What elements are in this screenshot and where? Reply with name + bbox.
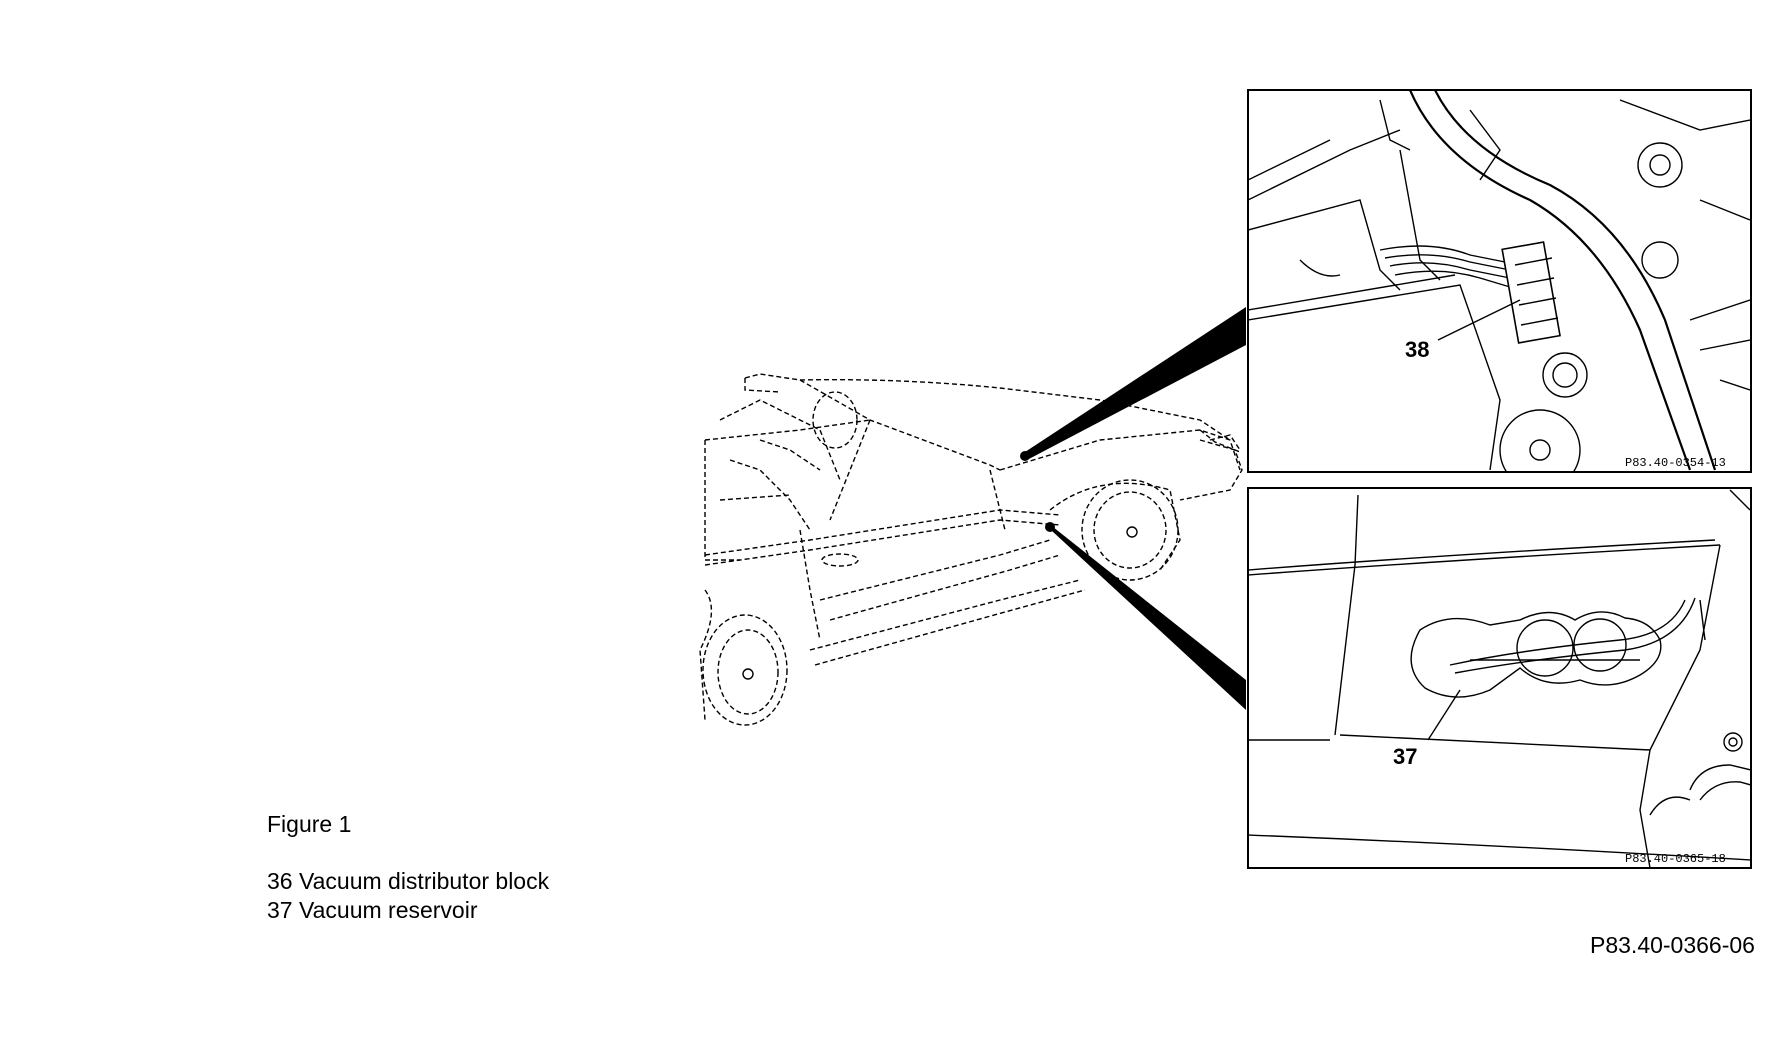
legend-item-36: 36 Vacuum distributor block <box>267 868 550 894</box>
car-overview-drawing <box>699 373 1243 726</box>
inset-distributor-block: 38 P83.40-0354-13 <box>1247 89 1752 473</box>
callout-37: 37 <box>1393 744 1417 769</box>
inset-ref-code-lower: P83.40-0365-18 <box>1625 852 1726 866</box>
figure-title: Figure 1 <box>267 811 352 837</box>
callout-pointers <box>1020 307 1246 710</box>
pointer-wedge-upper <box>1025 307 1246 460</box>
legend: 36 Vacuum distributor block 37 Vacuum re… <box>267 867 549 925</box>
pointer-wedge-lower <box>1048 523 1246 710</box>
legend-item-37: 37 Vacuum reservoir <box>267 897 478 923</box>
inset-vacuum-reservoir: 37 P83.40-0365-18 <box>1247 487 1752 869</box>
inset-ref-code-upper: P83.40-0354-13 <box>1625 456 1726 470</box>
callout-38: 38 <box>1405 337 1429 362</box>
figure-code: P83.40-0366-06 <box>1590 932 1755 958</box>
